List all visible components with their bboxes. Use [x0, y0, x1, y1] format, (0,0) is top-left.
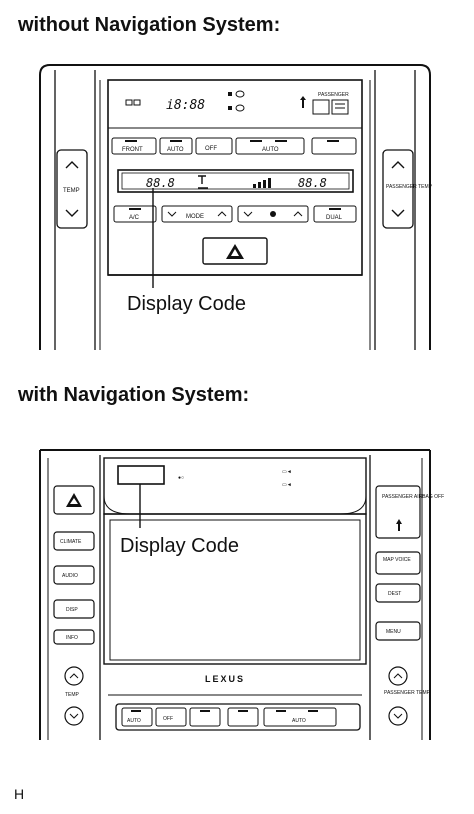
auto-button[interactable]: AUTO	[159, 137, 193, 155]
clock-display: i8:88	[125, 98, 205, 113]
svg-text:▭◄: ▭◄	[282, 482, 292, 488]
climate-lcd-display: 88.8 88.8	[117, 169, 354, 193]
chevron-up-icon	[65, 161, 79, 169]
svg-text:OFF: OFF	[163, 716, 173, 722]
info-button[interactable]: INFO	[53, 629, 95, 645]
passenger-temp-control[interactable]: PASSENGER TEMP	[382, 149, 433, 229]
lexus-logo: LEXUS	[205, 674, 245, 684]
chevron-up-icon	[393, 673, 403, 679]
airflow-icon	[198, 175, 208, 189]
off-button[interactable]: OFF	[155, 707, 187, 727]
svg-text:A/C: A/C	[129, 215, 140, 221]
passenger-airbag-indicator: PASSENGER	[300, 92, 349, 115]
rear-defrost-button[interactable]	[311, 137, 357, 155]
auto-button[interactable]: AUTO	[121, 707, 153, 727]
hazard-button[interactable]	[53, 485, 95, 515]
chevron-down-icon	[391, 209, 405, 217]
driver-temp-control[interactable]: TEMP	[56, 149, 88, 229]
passenger-temp-control[interactable]: PASSENGER TEMP	[384, 666, 431, 726]
chevron-up-icon	[391, 161, 405, 169]
svg-text:AUTO: AUTO	[167, 147, 184, 153]
panel-with-navigation: LEXUS ●○ ▭◄ ▭◄ Display Code CLIMATE AUDI…	[0, 440, 474, 770]
svg-text:PASSENGER AIRBAG OFF: PASSENGER AIRBAG OFF	[382, 494, 444, 500]
svg-text:AUTO: AUTO	[292, 718, 306, 724]
map-voice-button[interactable]: MAP VOICE	[375, 551, 421, 575]
dual-button[interactable]: DUAL	[313, 205, 357, 223]
svg-text:▭◄: ▭◄	[282, 469, 292, 475]
mode-button[interactable]: MODE	[161, 205, 233, 223]
fan-auto-button[interactable]: AUTO	[263, 707, 337, 727]
clock-time: i8:88	[166, 98, 205, 113]
panel-without-navigation: i8:88 PASSENGER FRONT AUTO OFF AUTO	[0, 60, 474, 355]
person-icon	[300, 96, 306, 108]
indicator-lights	[228, 90, 245, 112]
svg-text:MODE: MODE	[186, 214, 204, 220]
chevron-down-icon	[65, 209, 79, 217]
heading-with-navigation: with Navigation System:	[18, 384, 250, 406]
figure-id: H	[14, 786, 25, 802]
passenger-airbag-indicator: PASSENGER AIRBAG OFF	[375, 485, 444, 539]
svg-text:AUTO: AUTO	[262, 147, 279, 153]
display-code-label: Display Code	[127, 293, 246, 315]
svg-text:INFO: INFO	[66, 635, 78, 641]
off-button[interactable]: OFF	[195, 137, 233, 155]
svg-text:CLIMATE: CLIMATE	[60, 539, 82, 545]
display-code-label: Display Code	[120, 535, 239, 557]
svg-text:DEST: DEST	[388, 591, 401, 597]
dest-button[interactable]: DEST	[375, 583, 421, 603]
audio-button[interactable]: AUDIO	[53, 565, 95, 585]
svg-text:●○: ●○	[178, 475, 184, 481]
svg-text:MAP VOICE: MAP VOICE	[383, 557, 411, 563]
svg-text:AUDIO: AUDIO	[62, 573, 78, 579]
driver-temp-control[interactable]: TEMP	[64, 666, 84, 726]
disp-button[interactable]: DISP	[53, 599, 95, 619]
svg-text:PASSENGER TEMP: PASSENGER TEMP	[384, 690, 431, 696]
mode-button[interactable]	[227, 707, 259, 727]
left-temp-readout: 88.8	[146, 176, 175, 190]
climate-button[interactable]: CLIMATE	[53, 531, 95, 551]
fan-speed-bars	[253, 178, 271, 188]
chevron-down-icon	[393, 713, 403, 719]
right-temp-readout: 88.8	[298, 176, 327, 190]
chevron-up-icon	[69, 673, 79, 679]
fan-speed-button[interactable]	[237, 205, 309, 223]
passenger-label: PASSENGER	[318, 92, 349, 98]
person-icon	[396, 519, 402, 531]
defrost-button[interactable]	[189, 707, 221, 727]
menu-button[interactable]: MENU	[375, 621, 421, 641]
svg-text:PASSENGER TEMP: PASSENGER TEMP	[386, 184, 433, 190]
svg-text:TEMP: TEMP	[65, 692, 80, 698]
ac-button[interactable]: A/C	[113, 205, 157, 223]
svg-text:OFF: OFF	[205, 146, 217, 152]
fan-auto-button[interactable]: AUTO	[235, 137, 305, 155]
svg-text:TEMP: TEMP	[63, 188, 80, 194]
svg-text:FRONT: FRONT	[122, 147, 143, 153]
svg-text:DISP: DISP	[66, 607, 78, 613]
svg-text:AUTO: AUTO	[127, 718, 141, 724]
hazard-button[interactable]	[202, 237, 268, 265]
front-defrost-button[interactable]: FRONT	[111, 137, 157, 155]
display-code-window: ●○ ▭◄ ▭◄	[117, 465, 292, 488]
heading-without-navigation: without Navigation System:	[18, 14, 281, 36]
svg-text:MENU: MENU	[386, 629, 401, 635]
chevron-down-icon	[69, 713, 79, 719]
svg-text:DUAL: DUAL	[326, 215, 343, 221]
